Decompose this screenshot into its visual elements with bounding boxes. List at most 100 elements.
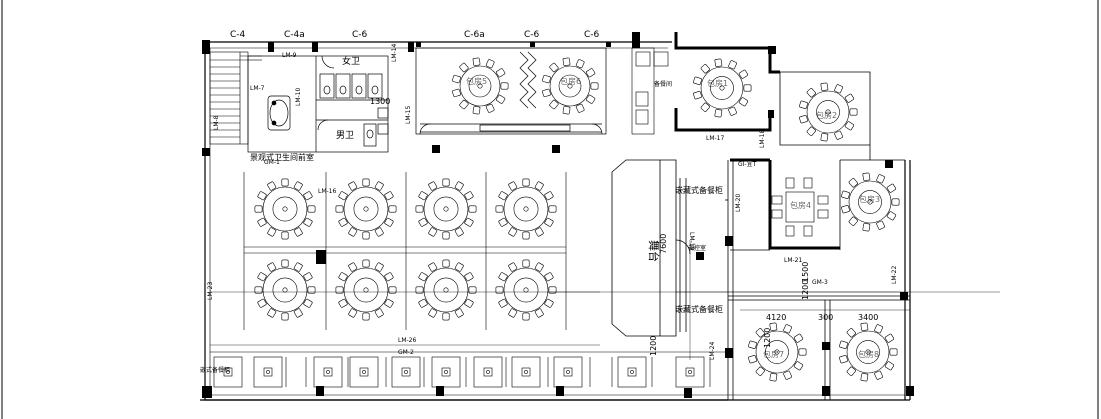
chair [889,348,898,356]
outer-walls [200,41,911,401]
chair [798,348,807,356]
chair [348,227,358,237]
chair [495,205,504,213]
chair [755,366,765,376]
hall-round-table-1 [254,178,316,240]
window-tag-c4a: C-4a [284,30,305,40]
booth-1 [213,356,243,388]
chair [874,324,883,334]
window-tag-c6-b: C-6 [524,30,540,40]
chair [755,328,765,338]
door-tag-lm15: LM-15 [405,105,412,124]
chair [281,312,289,321]
window-tag-c6-c: C-6 [584,30,600,40]
dim-300: 300 [818,313,833,322]
chair [293,308,303,318]
chair [575,103,585,113]
chair [338,298,348,308]
chair [799,100,808,109]
chair [496,94,506,104]
chair [338,217,348,227]
hall-round-table-7 [415,259,477,321]
booth-row [213,356,711,388]
chair [254,286,263,294]
chair [362,312,370,321]
chair [806,88,816,98]
dim-1200-right: 1200 [801,280,810,300]
dim-1500: 1500 [801,262,810,282]
chair [769,322,778,331]
door-tag-lm22: LM-22 [891,265,898,284]
door-tag-gm3: GM-3 [812,279,828,286]
booth-5 [391,356,421,388]
chair [303,272,313,282]
chair [586,68,596,78]
chair [464,272,474,282]
hall-round-table-6 [335,259,397,321]
chair [428,227,438,237]
chair [374,227,384,237]
window-tag-c6-a: C-6 [352,30,368,40]
chair [806,126,816,136]
chair [293,262,303,272]
chair [544,217,554,227]
chair [388,205,397,213]
chair [454,181,464,191]
chair [834,84,843,94]
window-tags: C-4 C-4a C-6 C-6a C-6 C-6 [230,30,600,40]
chair [769,373,778,382]
chair [307,286,316,294]
chair [362,259,370,268]
round-table-room1 [693,58,752,118]
chair [442,178,450,187]
room-label-pr3: 包房3 [859,194,880,204]
door-tag-ggt: GI-宜T [738,160,757,168]
door-tag-lm7: LM-7 [250,85,265,92]
room-label-tuning: 调控室 [688,244,706,252]
chair [534,227,544,237]
chair [549,62,559,73]
stage [611,159,691,337]
restroom-area [247,55,389,153]
chair [293,181,303,191]
chair [257,217,267,227]
round-table-room6 [542,57,599,115]
chair [841,190,850,199]
chair [464,217,474,227]
chair [748,340,757,349]
room-labels: 女卫 男卫 景观式卫生间前室 舞台 嵌藏式备餐柜 嵌藏式备餐柜 嵌式备餐柜 备餐… [200,55,880,374]
chair [748,355,757,364]
chair [384,298,394,308]
chair [860,373,869,382]
chair [418,298,428,308]
round-table-room8 [839,322,898,382]
chair [891,198,900,206]
chair [388,286,397,294]
chair [468,286,477,294]
chair [267,181,277,191]
chair [522,178,530,187]
chair [485,103,495,113]
chair [472,57,481,66]
door-tag-lm10: LM-10 [295,87,302,106]
private-room-walls [674,32,840,250]
chair [548,286,557,294]
chair [884,333,895,343]
chair [452,88,461,97]
chair [257,298,267,308]
door-tag-lm9: LM-9 [282,52,297,59]
room-label-pr2: 包房2 [816,110,837,120]
chair [281,259,289,268]
booth-7 [473,356,503,388]
room-label-pr7: 包房7 [763,349,784,359]
chair [700,102,710,112]
chair [374,308,384,318]
chair [303,298,313,308]
room-label-pr5: 包房5 [466,76,487,86]
dim-4120: 4120 [766,313,786,322]
chair [886,211,897,221]
chair [548,205,557,213]
chair [348,308,358,318]
door-tag-lm14: LM-14 [391,43,398,62]
chair [498,298,508,308]
